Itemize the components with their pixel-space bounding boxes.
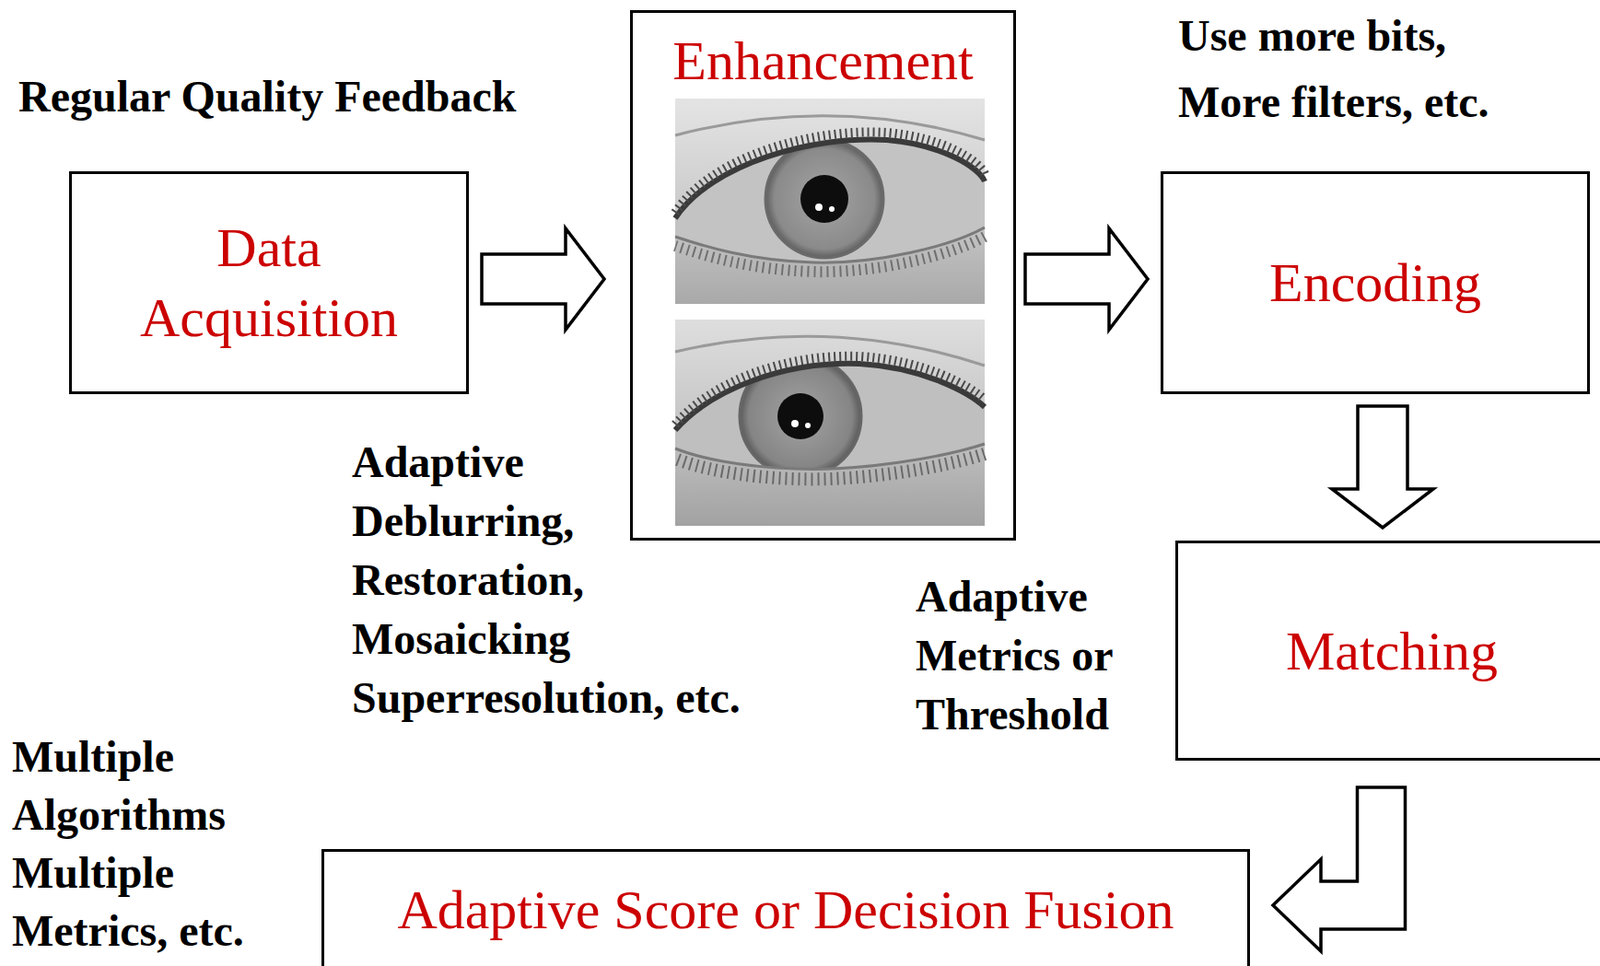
upper-lashes xyxy=(675,356,985,425)
sclera xyxy=(675,139,985,263)
iris xyxy=(739,355,862,478)
process-box: Adaptive Score or Decision Fusion xyxy=(321,849,1250,966)
box-label: Encoding xyxy=(1269,247,1482,318)
upper-lid xyxy=(675,139,985,219)
iris xyxy=(765,140,884,258)
skin xyxy=(675,98,985,304)
annotation-label: Regular Quality Feedback xyxy=(18,67,516,127)
process-box: Encoding xyxy=(1160,171,1590,395)
block-arrow xyxy=(1331,406,1434,528)
pupil xyxy=(777,393,824,440)
annotation-label: Adaptive Metrics or Threshold xyxy=(915,567,1114,745)
process-box: Data Acquisition xyxy=(69,171,469,395)
highlight xyxy=(815,203,823,211)
skin xyxy=(675,319,985,526)
upper-lashes xyxy=(675,131,985,213)
lower-lashes xyxy=(675,236,985,272)
block-arrow xyxy=(481,228,605,330)
iris-group xyxy=(765,140,884,258)
lower-lid xyxy=(675,227,985,263)
lower-lid xyxy=(675,443,985,469)
process-box: Matching xyxy=(1175,540,1600,761)
annotation-label: Multiple Algorithms Multiple Metrics, et… xyxy=(11,727,245,960)
eye-photo xyxy=(675,98,985,304)
box-label: Enhancement xyxy=(672,28,974,94)
block-arrow xyxy=(1272,787,1406,952)
process-box: Enhancement xyxy=(630,10,1017,541)
block-arrow xyxy=(1025,228,1148,330)
lower-lashes xyxy=(675,454,985,479)
pupil xyxy=(800,175,849,223)
box-label: Matching xyxy=(1285,616,1498,687)
eye-photo xyxy=(675,319,985,526)
iris-group xyxy=(739,355,862,478)
highlight xyxy=(805,422,811,429)
annotation-label: Adaptive Deblurring, Restoration, Mosaic… xyxy=(351,432,741,728)
highlight xyxy=(791,420,799,428)
box-label: Data Acquisition xyxy=(140,212,398,353)
highlight xyxy=(829,206,835,212)
box-label: Adaptive Score or Decision Fusion xyxy=(397,875,1174,946)
annotation-label: Use more bits, More filters, etc. xyxy=(1178,2,1490,136)
